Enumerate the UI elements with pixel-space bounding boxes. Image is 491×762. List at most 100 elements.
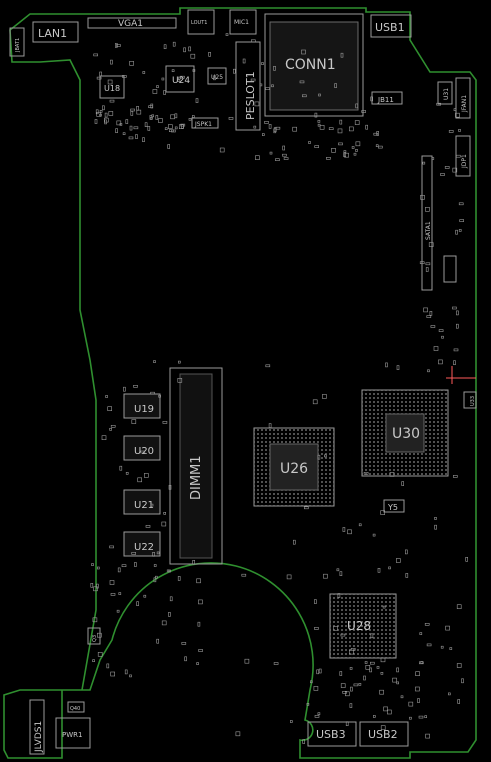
smd-pad <box>385 362 388 368</box>
smd-pad <box>158 118 163 123</box>
smd-pad <box>389 472 395 477</box>
smd-pad <box>110 593 116 596</box>
board-outline <box>3 7 477 759</box>
smd-pad <box>269 151 273 155</box>
smd-pad <box>131 419 137 424</box>
smd-pad <box>166 569 170 573</box>
smd-pad <box>158 394 161 398</box>
smd-pad <box>195 98 199 103</box>
smd-pad <box>116 120 122 126</box>
smd-pad <box>119 465 123 471</box>
smd-pad <box>147 126 151 131</box>
smd-pad <box>433 346 439 351</box>
smd-pad <box>314 715 320 718</box>
smd-pad <box>348 649 354 655</box>
smd-pad <box>455 112 460 118</box>
smd-pad <box>425 207 430 212</box>
smd-pad <box>192 559 195 565</box>
smd-pad <box>96 112 101 117</box>
smd-pad <box>116 44 121 47</box>
smd-pad <box>415 686 420 692</box>
u30-die <box>385 413 425 453</box>
smd-pad <box>342 690 347 694</box>
smd-pad <box>151 114 154 118</box>
smd-pad <box>153 577 157 583</box>
smd-pad <box>458 202 464 206</box>
smd-pad <box>445 625 450 631</box>
mic1-label: MIC1 <box>234 19 249 26</box>
smd-pad <box>425 262 431 266</box>
smd-pad <box>455 323 459 329</box>
smd-pad <box>96 76 102 80</box>
smd-pad <box>314 112 318 118</box>
smd-pad <box>453 360 456 366</box>
smd-pad <box>427 369 430 373</box>
smd-pad <box>317 123 321 127</box>
smd-pad <box>136 106 139 111</box>
smd-pad <box>364 661 368 664</box>
u21-label: U21 <box>134 500 154 511</box>
smd-pad <box>92 659 95 663</box>
smd-pad <box>264 121 269 124</box>
smd-pad <box>363 471 369 475</box>
smd-pad <box>118 592 122 595</box>
smd-pad <box>150 503 154 507</box>
pwr1-connector <box>55 717 91 749</box>
u19-chip <box>123 393 161 419</box>
u31-label: U31 <box>443 88 450 100</box>
smd-pad <box>301 49 306 55</box>
smd-pad <box>117 567 121 573</box>
smd-pad <box>363 675 366 681</box>
smd-pad <box>449 647 453 650</box>
smd-pad <box>347 529 352 535</box>
smd-pad <box>104 112 108 118</box>
smd-pad <box>369 667 372 673</box>
smd-pad <box>428 242 434 247</box>
smd-pad <box>455 154 461 158</box>
smd-pad <box>150 391 155 395</box>
smd-pad <box>434 517 437 520</box>
smd-pad <box>453 108 457 111</box>
smd-pad <box>116 609 120 613</box>
smd-pad <box>323 454 327 458</box>
smd-pad <box>109 427 112 431</box>
smd-pad <box>299 80 305 84</box>
smd-pad <box>452 475 458 478</box>
smd-pad <box>343 150 347 153</box>
smd-pad <box>178 360 181 364</box>
smd-pad <box>342 527 346 532</box>
smd-pad <box>388 566 391 570</box>
smd-pad <box>336 568 340 572</box>
smd-pad <box>340 52 344 58</box>
smd-pad <box>125 471 129 475</box>
smd-pad <box>122 132 126 135</box>
smd-pad <box>401 481 405 486</box>
usb3-label: USB3 <box>316 728 346 741</box>
smd-pad <box>377 145 383 149</box>
smd-pad <box>174 113 178 119</box>
smd-pad <box>225 33 229 36</box>
smd-pad <box>181 124 184 129</box>
smd-pad <box>144 122 148 127</box>
smd-pad <box>136 601 139 607</box>
smd-pad <box>317 454 321 460</box>
smd-pad <box>273 127 277 132</box>
smd-pad <box>312 399 318 405</box>
smd-pad <box>440 173 445 176</box>
smd-pad <box>109 580 115 585</box>
smd-pad <box>409 716 412 720</box>
q-small-chip <box>443 255 457 283</box>
smd-pad <box>349 667 353 670</box>
usb2-label: USB2 <box>368 728 398 741</box>
smd-pad <box>408 701 414 707</box>
smd-pad <box>129 674 132 678</box>
jlvds1-label: JLVDS1 <box>34 721 44 753</box>
smd-pad <box>137 477 142 483</box>
smd-pad <box>153 360 156 363</box>
smd-pad <box>156 551 160 555</box>
lout1-label: LOUT1 <box>191 20 207 26</box>
smd-pad <box>99 110 103 113</box>
u30-label: U30 <box>392 426 420 442</box>
smd-pad <box>180 123 186 127</box>
